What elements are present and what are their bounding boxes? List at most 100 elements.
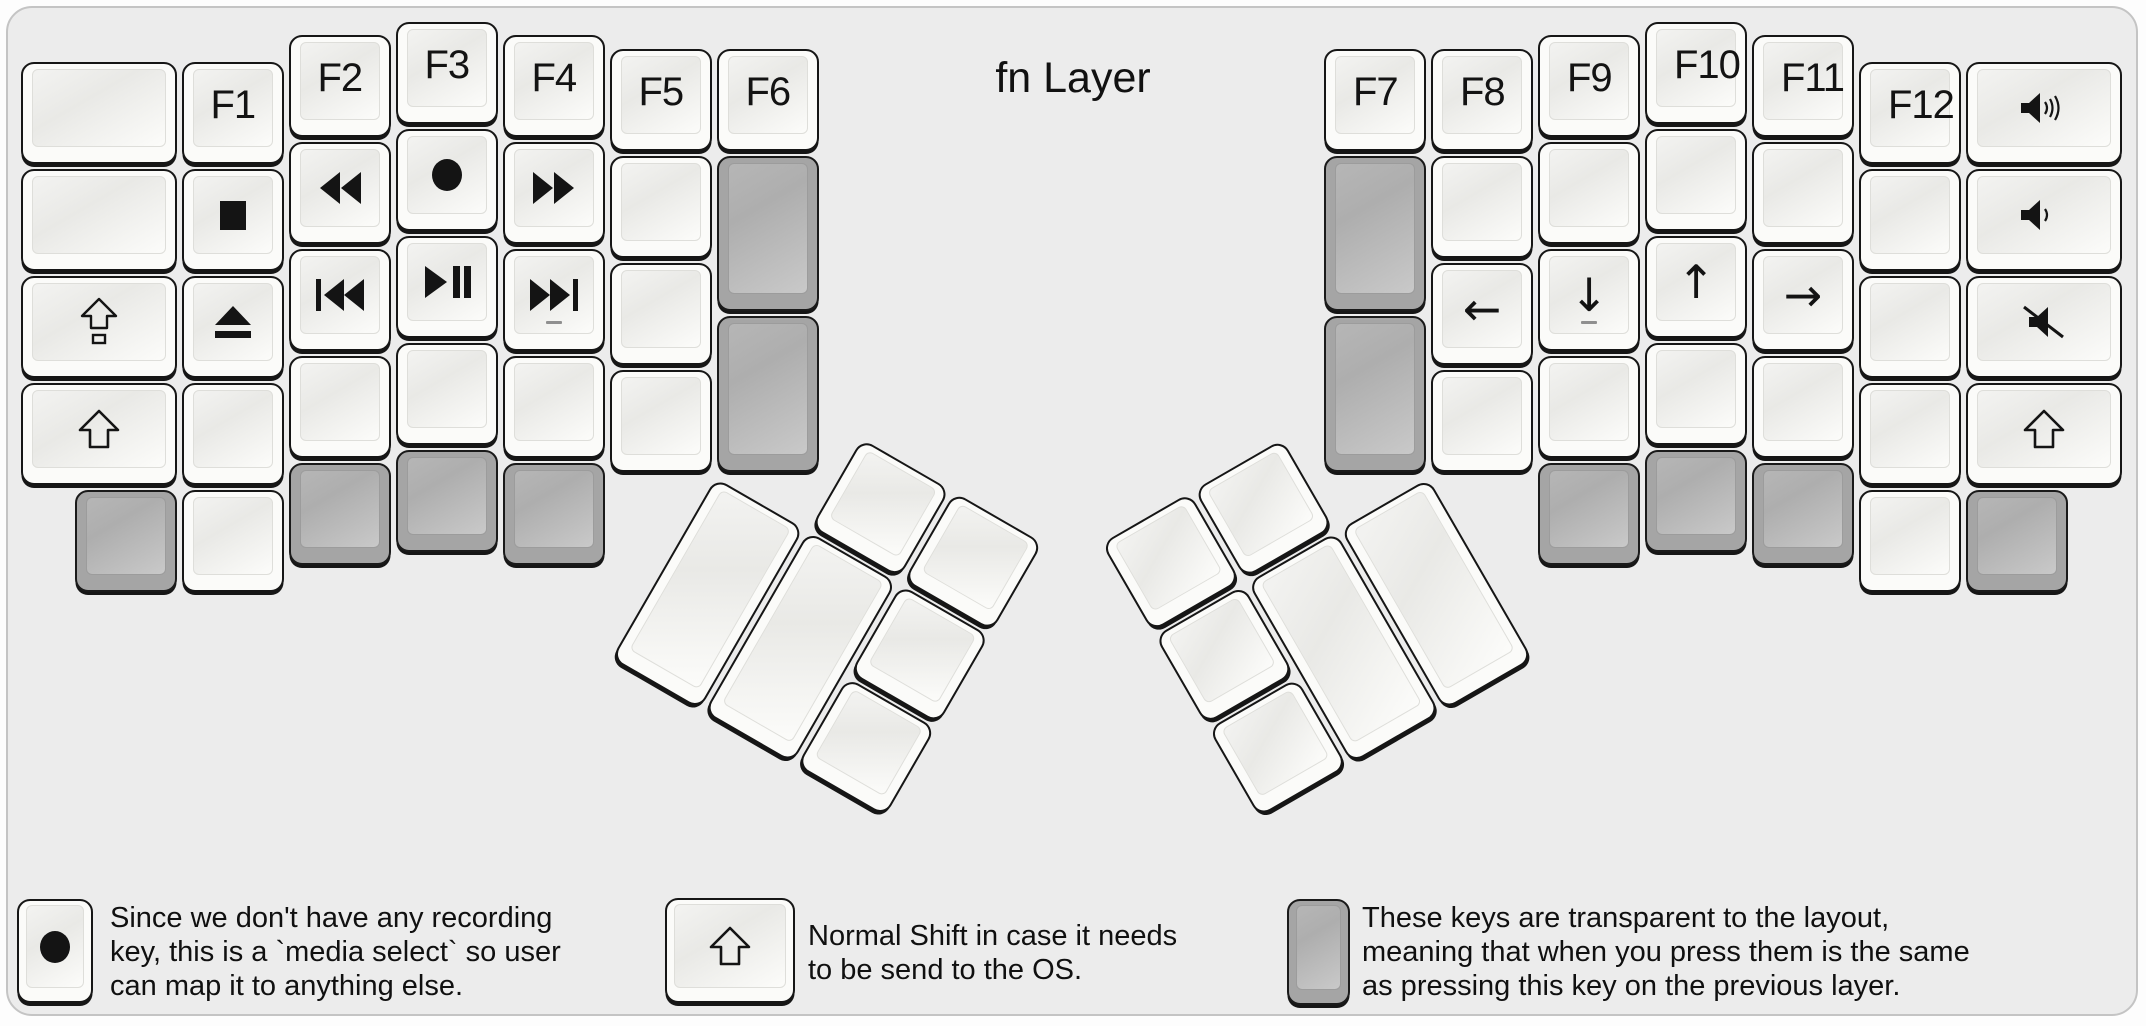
key-blank[interactable] bbox=[181, 383, 284, 486]
key-arrow-up[interactable]: ↑ bbox=[1645, 236, 1747, 338]
key-f5[interactable]: F5 bbox=[609, 48, 712, 151]
key-eject[interactable] bbox=[181, 276, 284, 379]
key-blank[interactable] bbox=[1645, 343, 1747, 445]
legend-key-shift bbox=[665, 898, 795, 1003]
keycap-top: F8 bbox=[1442, 55, 1522, 134]
key-blank[interactable] bbox=[1859, 169, 1961, 272]
key-caps-lock[interactable] bbox=[21, 276, 177, 379]
key-f11[interactable]: F11 bbox=[1752, 35, 1854, 138]
keycap-top bbox=[192, 283, 273, 362]
key-arrow-down[interactable]: ↓ bbox=[1538, 249, 1640, 352]
key-blank[interactable] bbox=[1859, 490, 1961, 593]
key-prev-track[interactable] bbox=[288, 249, 391, 352]
key-legend: F6 bbox=[745, 69, 792, 114]
key-shift-left[interactable] bbox=[21, 383, 177, 486]
key-blank[interactable] bbox=[1431, 155, 1533, 258]
key-f3[interactable]: F3 bbox=[395, 22, 498, 124]
key-transparent[interactable] bbox=[288, 463, 391, 566]
key-f9[interactable]: F9 bbox=[1538, 35, 1640, 138]
key-transparent[interactable] bbox=[74, 490, 177, 593]
shift-icon bbox=[1978, 391, 2110, 467]
key-transparent[interactable] bbox=[1538, 463, 1640, 566]
keycap-top bbox=[1656, 136, 1736, 214]
key-legend: F2 bbox=[317, 56, 364, 101]
key-mute[interactable] bbox=[1966, 276, 2122, 379]
keycap-top bbox=[513, 149, 594, 228]
key-next-track[interactable] bbox=[502, 249, 605, 352]
key-f2[interactable]: F2 bbox=[288, 35, 391, 138]
key-blank[interactable] bbox=[609, 262, 712, 365]
rewind-icon bbox=[301, 150, 379, 226]
legend-line: can map it to anything else. bbox=[110, 970, 464, 1002]
key-legend: F12 bbox=[1888, 83, 1955, 128]
key-play-pause[interactable] bbox=[395, 236, 498, 338]
key-arrow-left[interactable]: ← bbox=[1431, 262, 1533, 365]
key-stop[interactable] bbox=[181, 169, 284, 272]
key-blank[interactable] bbox=[1752, 142, 1854, 245]
keycap-top bbox=[85, 497, 166, 576]
key-blank[interactable] bbox=[21, 62, 177, 165]
key-blank[interactable] bbox=[1752, 356, 1854, 459]
key-transparent[interactable] bbox=[716, 155, 819, 312]
key-transparent[interactable] bbox=[716, 316, 819, 472]
key-transparent[interactable] bbox=[1324, 316, 1426, 472]
keycap-top bbox=[1296, 905, 1341, 990]
keycap-top bbox=[1977, 390, 2111, 469]
caps-lock-icon bbox=[33, 284, 165, 360]
key-blank[interactable] bbox=[1538, 356, 1640, 459]
key-f6[interactable]: F6 bbox=[716, 48, 819, 151]
key-blank[interactable] bbox=[502, 356, 605, 459]
keycap-top: F11 bbox=[1763, 42, 1845, 121]
arrow-down-icon: ↓ bbox=[1569, 268, 1609, 323]
legend-text-normal-shift: Normal Shift in case it needs to be send… bbox=[808, 919, 1177, 987]
keycap-top: F3 bbox=[406, 29, 487, 107]
key-blank[interactable] bbox=[609, 155, 712, 258]
key-transparent[interactable] bbox=[502, 463, 605, 566]
key-blank[interactable] bbox=[1645, 129, 1747, 231]
key-blank[interactable] bbox=[1859, 276, 1961, 379]
key-blank[interactable] bbox=[1859, 383, 1961, 486]
key-f4[interactable]: F4 bbox=[502, 35, 605, 138]
key-blank[interactable] bbox=[21, 169, 177, 272]
key-blank[interactable] bbox=[181, 490, 284, 593]
key-legend: F11 bbox=[1781, 56, 1845, 101]
key-fast-forward[interactable] bbox=[502, 142, 605, 245]
key-shift-right[interactable] bbox=[1966, 383, 2122, 486]
key-record[interactable] bbox=[395, 129, 498, 231]
legend-text-media-select: Since we don't have any recording key, t… bbox=[110, 901, 561, 1003]
key-f7[interactable]: F7 bbox=[1324, 48, 1426, 151]
keycap-top bbox=[1977, 176, 2111, 255]
keycap-top: F6 bbox=[727, 55, 808, 134]
keycap-top bbox=[1656, 350, 1736, 428]
key-transparent[interactable] bbox=[1752, 463, 1854, 566]
keycap-top bbox=[406, 243, 487, 321]
key-blank[interactable] bbox=[288, 356, 391, 459]
key-transparent[interactable] bbox=[395, 450, 498, 552]
keycap-top: F9 bbox=[1549, 42, 1629, 121]
key-blank[interactable] bbox=[609, 369, 712, 472]
keycap-top bbox=[192, 176, 273, 255]
key-transparent[interactable] bbox=[1645, 450, 1747, 552]
key-legend: F4 bbox=[531, 56, 578, 101]
key-f12[interactable]: F12 bbox=[1859, 62, 1961, 165]
record-icon bbox=[408, 137, 486, 213]
legend-line: Normal Shift in case it needs bbox=[808, 920, 1178, 952]
keycap-top bbox=[1442, 376, 1522, 455]
key-arrow-right[interactable]: → bbox=[1752, 249, 1854, 352]
key-volume-up[interactable] bbox=[1966, 62, 2122, 165]
key-blank[interactable] bbox=[1538, 142, 1640, 245]
key-f10[interactable]: F10 bbox=[1645, 22, 1747, 124]
keycap-top bbox=[727, 323, 808, 455]
keycap-top bbox=[299, 470, 380, 549]
key-volume-down[interactable] bbox=[1966, 169, 2122, 272]
keycap-top bbox=[620, 376, 701, 455]
key-transparent[interactable] bbox=[1966, 490, 2068, 593]
key-blank[interactable] bbox=[395, 343, 498, 445]
arrow-left-icon: ← bbox=[1462, 281, 1502, 336]
keycap-top bbox=[1870, 390, 1950, 469]
key-rewind[interactable] bbox=[288, 142, 391, 245]
key-blank[interactable] bbox=[1431, 369, 1533, 472]
key-f1[interactable]: F1 bbox=[181, 62, 284, 165]
key-transparent[interactable] bbox=[1324, 155, 1426, 312]
key-f8[interactable]: F8 bbox=[1431, 48, 1533, 151]
